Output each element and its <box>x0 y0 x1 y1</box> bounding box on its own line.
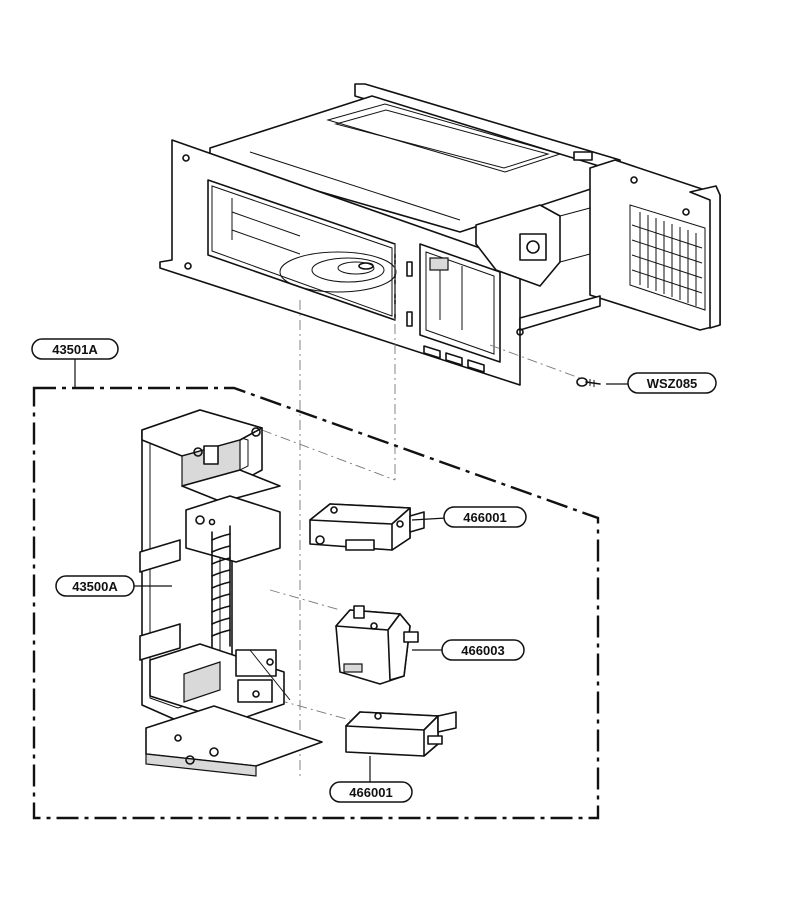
label-switch-top-text: 466001 <box>463 510 506 525</box>
assembly-guide-lines <box>261 244 586 780</box>
leader-lines <box>74 358 630 782</box>
turntable <box>279 251 397 293</box>
label-switch-bottom: 466001 <box>329 781 413 803</box>
label-assembly: 43501A <box>31 338 119 360</box>
label-switch-top: 466001 <box>443 506 527 528</box>
assembly-boundary <box>32 386 600 820</box>
latch-board <box>139 409 323 777</box>
label-assembly-text: 43501A <box>52 342 98 357</box>
label-screw: WSZ085 <box>627 372 717 394</box>
label-switch-bottom-text: 466001 <box>349 785 392 800</box>
rack-teeth <box>211 525 231 653</box>
switch-bottom <box>345 711 457 757</box>
switch-mid <box>335 605 419 685</box>
label-latch-board: 43500A <box>55 575 135 597</box>
label-screw-text: WSZ085 <box>647 376 698 391</box>
switch-top <box>309 503 425 551</box>
vent-grille <box>631 212 703 306</box>
label-switch-mid: 466003 <box>441 639 525 661</box>
microwave-cavity-chassis <box>159 83 721 386</box>
label-latch-board-text: 43500A <box>72 579 118 594</box>
screw-icon <box>576 377 601 387</box>
label-switch-mid-text: 466003 <box>461 643 504 658</box>
